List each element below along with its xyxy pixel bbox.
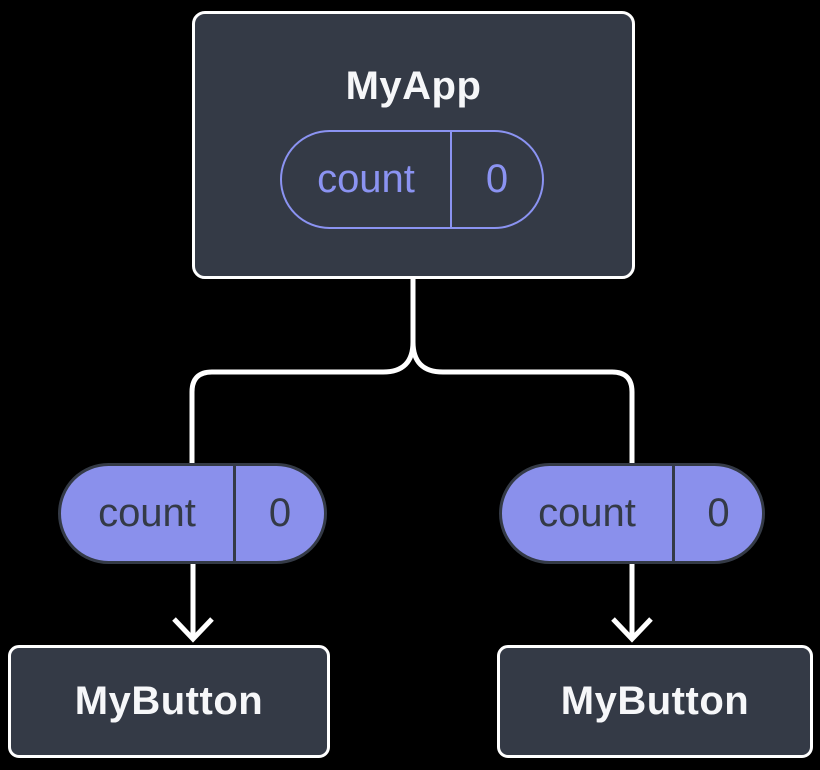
prop-pill-right: count 0 — [499, 463, 765, 564]
app-node-title: MyApp — [345, 64, 482, 108]
app-node: MyApp count 0 — [192, 11, 635, 279]
prop-value-label: 0 — [707, 491, 730, 535]
prop-name-label: count — [98, 491, 196, 535]
prop-arrow-left — [172, 562, 214, 643]
button-node-title: MyButton — [74, 679, 264, 723]
state-name-label: count — [317, 157, 415, 201]
tree-edge-left — [189, 278, 416, 466]
prop-arrow-right — [611, 562, 653, 643]
button-node-right: MyButton — [497, 645, 813, 758]
button-node-left: MyButton — [8, 645, 330, 758]
state-value-label: 0 — [485, 157, 509, 201]
tree-edge-right — [410, 278, 635, 466]
app-state-pill: count 0 — [280, 130, 544, 229]
pill-divider — [233, 466, 236, 561]
pill-divider — [450, 132, 452, 227]
prop-name-label: count — [538, 491, 636, 535]
prop-pill-left: count 0 — [58, 463, 327, 564]
pill-divider — [672, 466, 675, 561]
button-node-title: MyButton — [560, 679, 750, 723]
prop-value-label: 0 — [268, 491, 292, 535]
